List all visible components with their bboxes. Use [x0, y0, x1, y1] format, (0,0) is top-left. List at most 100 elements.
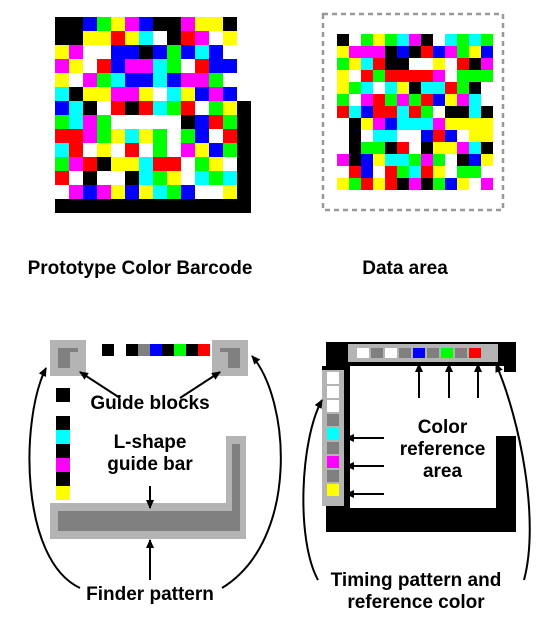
barcode-cell — [195, 143, 209, 157]
data-cell — [445, 106, 457, 118]
barcode-cell — [153, 129, 167, 143]
barcode-cell — [153, 171, 167, 185]
barcode-cell — [167, 171, 181, 185]
barcode-cell — [69, 129, 83, 143]
caption-prototype-color-barcode: Prototype Color Barcode — [27, 258, 253, 279]
barcode-cell — [209, 87, 223, 101]
data-cell — [397, 70, 409, 82]
reference-color-cell — [385, 348, 397, 358]
data-cell — [433, 70, 445, 82]
finder-left-cell — [56, 430, 70, 444]
timing-color-cell — [327, 428, 339, 440]
data-cell — [481, 58, 493, 70]
timing-color-cell — [327, 484, 339, 496]
finder-left-cell — [56, 458, 70, 472]
data-cell — [337, 154, 349, 166]
data-cell — [361, 178, 373, 190]
timing-color-cell — [327, 372, 339, 384]
data-area-barcode — [321, 12, 505, 212]
barcode-cell — [181, 31, 195, 45]
data-cell — [481, 142, 493, 154]
data-cell — [445, 70, 457, 82]
barcode-cell — [167, 157, 181, 171]
data-cell — [385, 154, 397, 166]
barcode-cell — [181, 143, 195, 157]
barcode-cell — [111, 143, 125, 157]
reference-color-cell — [399, 348, 411, 358]
barcode-cell — [223, 73, 237, 87]
barcode-cell — [83, 157, 97, 171]
arrow-guide-block-right — [179, 371, 221, 399]
barcode-cell — [195, 129, 209, 143]
barcode-cell — [97, 101, 111, 115]
data-area-dashed-border — [321, 12, 505, 212]
barcode-cell — [153, 17, 167, 31]
data-cell — [361, 70, 373, 82]
barcode-cell — [181, 185, 195, 199]
data-cell — [373, 106, 385, 118]
timing-color-cell — [327, 414, 339, 426]
barcode-cell — [139, 101, 153, 115]
barcode-cell — [111, 31, 125, 45]
data-cell — [337, 142, 349, 154]
data-cell — [409, 106, 421, 118]
barcode-cell — [223, 87, 237, 101]
data-cell — [409, 130, 421, 142]
data-cell — [469, 166, 481, 178]
timing-strip-top-edge — [322, 366, 344, 370]
data-cell — [397, 106, 409, 118]
data-cell — [409, 94, 421, 106]
barcode-cell — [209, 129, 223, 143]
data-cell — [433, 130, 445, 142]
barcode-cell — [111, 171, 125, 185]
data-cell — [445, 154, 457, 166]
data-cell — [337, 58, 349, 70]
data-cell — [481, 34, 493, 46]
data-cell — [349, 46, 361, 58]
data-cell — [337, 46, 349, 58]
barcode-cell — [167, 87, 181, 101]
label-timing-line2: reference color — [347, 592, 485, 613]
barcode-cell — [111, 17, 125, 31]
barcode-cell — [223, 59, 237, 73]
barcode-cell — [83, 45, 97, 59]
label-color-ref-line1: Color — [417, 417, 468, 438]
barcode-cell — [195, 115, 209, 129]
barcode-cell — [97, 115, 111, 129]
data-cell — [457, 82, 469, 94]
barcode-cell — [55, 143, 69, 157]
barcode-cell — [181, 45, 195, 59]
barcode-cell — [69, 185, 83, 199]
barcode-cell — [97, 171, 111, 185]
barcode-cell — [69, 45, 83, 59]
reference-color-cell — [455, 348, 467, 358]
data-cell — [373, 154, 385, 166]
label-finder-pattern: Finder pattern — [86, 584, 214, 605]
barcode-cell — [111, 157, 125, 171]
reference-color-cell — [357, 348, 369, 358]
data-cell — [481, 118, 493, 130]
label-color-ref-line2: reference — [399, 439, 486, 460]
data-cell — [349, 118, 361, 130]
barcode-cell — [125, 87, 139, 101]
finder-top-cell — [126, 344, 138, 356]
data-cell — [469, 34, 481, 46]
data-cell — [457, 178, 469, 190]
data-cell — [481, 178, 493, 190]
barcode-cell — [97, 129, 111, 143]
barcode-cell — [223, 171, 237, 185]
barcode-cell — [209, 157, 223, 171]
barcode-cell — [111, 73, 125, 87]
barcode-cell — [153, 31, 167, 45]
barcode-cell — [195, 101, 209, 115]
data-cell — [361, 82, 373, 94]
data-cell — [409, 58, 421, 70]
timing-color-cell — [327, 386, 339, 398]
data-cell — [397, 166, 409, 178]
barcode-cell — [83, 31, 97, 45]
barcode-cell — [55, 73, 69, 87]
data-cell — [373, 94, 385, 106]
barcode-cell — [125, 157, 139, 171]
label-l-shape-line2: guide bar — [107, 454, 193, 475]
